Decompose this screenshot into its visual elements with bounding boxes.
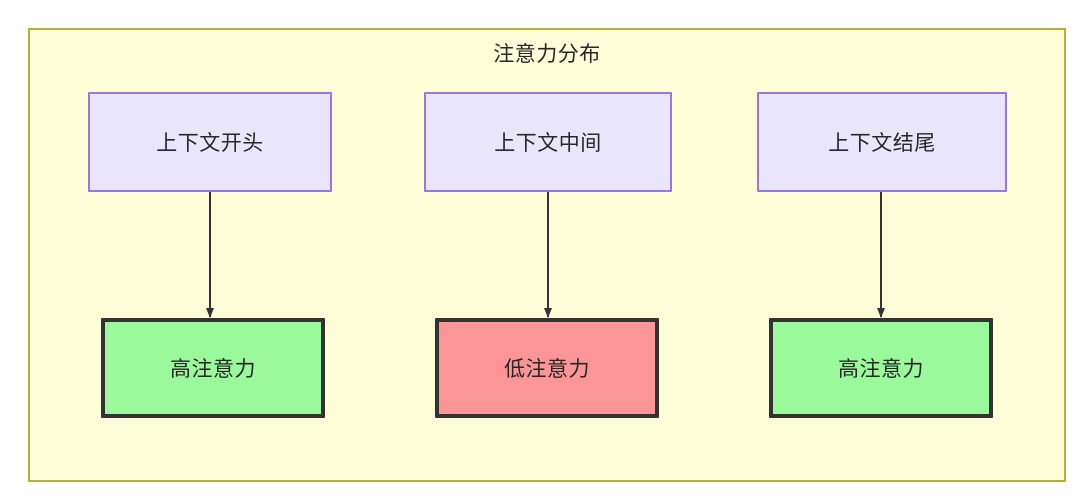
node-context-middle-label: 上下文中间	[494, 132, 602, 155]
node-attention-low-middle-label: 低注意力	[504, 358, 590, 381]
node-context-start-label: 上下文开头	[156, 132, 264, 155]
node-attention-low-middle[interactable]: 低注意力	[435, 318, 659, 418]
node-context-end-label: 上下文结尾	[828, 132, 936, 155]
node-attention-high-start[interactable]: 高注意力	[101, 318, 325, 418]
node-attention-high-start-label: 高注意力	[170, 358, 256, 381]
node-context-start[interactable]: 上下文开头	[88, 92, 332, 192]
node-attention-high-end-label: 高注意力	[838, 358, 924, 381]
node-attention-high-end[interactable]: 高注意力	[769, 318, 993, 418]
node-context-middle[interactable]: 上下文中间	[424, 92, 672, 192]
node-context-end[interactable]: 上下文结尾	[757, 92, 1007, 192]
diagram-title: 注意力分布	[493, 43, 601, 66]
